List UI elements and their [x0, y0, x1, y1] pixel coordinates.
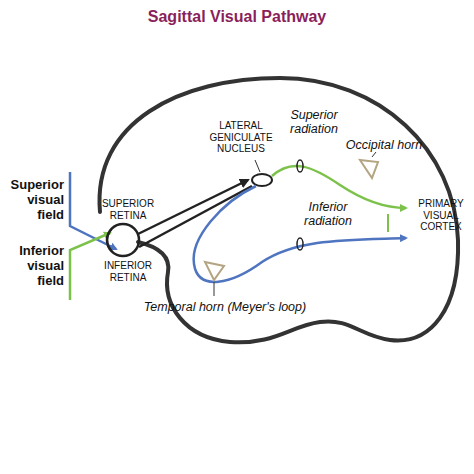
cortex-bracket: [387, 214, 389, 232]
radiation-marker: [297, 238, 303, 250]
temporal-horn: [205, 262, 224, 280]
optic-tract: [139, 186, 252, 247]
field-label: Inferior visual field: [2, 244, 64, 289]
horn-label: Occipital horn: [338, 138, 430, 152]
retina-label: INFERIOR RETINA: [92, 260, 164, 283]
cortex-label: PRIMARY VISUAL CORTEX: [410, 198, 472, 233]
occipital-horn: [360, 160, 378, 178]
lgn-oval: [252, 174, 272, 186]
lens: [108, 229, 113, 251]
horn-label: Temporal horn (Meyer's loop): [120, 300, 330, 314]
nucleus-label: LATERAL GENICULATE NUCLEUS: [200, 120, 282, 155]
optic-tract: [138, 180, 248, 234]
inferior-radiation: [194, 186, 406, 282]
radiation-label: Superior radiation: [275, 108, 353, 137]
title: Sagittal Visual Pathway: [0, 8, 474, 26]
leader-line: [255, 160, 260, 172]
eye: [107, 224, 139, 256]
radiation-label: Inferior radiation: [288, 200, 368, 229]
leader-line: [214, 282, 215, 296]
inferior-field-line: [70, 233, 110, 300]
leader-line: [372, 152, 376, 157]
radiation-marker: [297, 160, 303, 172]
brain-outline: [99, 78, 458, 342]
field-label: Superior visual field: [2, 178, 64, 223]
retina-label: SUPERIOR RETINA: [92, 198, 164, 221]
superior-field-line: [70, 172, 116, 249]
